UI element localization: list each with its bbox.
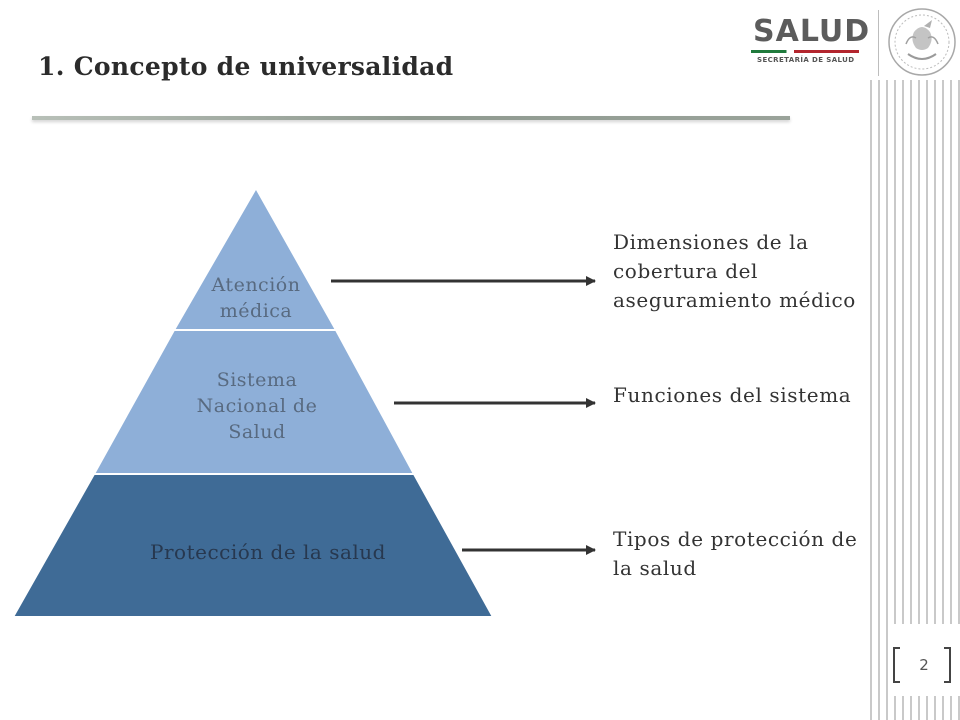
page-bracket-icon bbox=[893, 647, 951, 683]
logo-color-bar bbox=[751, 50, 859, 53]
desc-tipos: Tipos de protección de la salud bbox=[613, 527, 858, 580]
desc-funciones: Funciones del sistema bbox=[613, 383, 852, 407]
salud-logo: SALUD SECRETARÍA DE SALUD bbox=[745, 14, 869, 70]
decorative-stripes bbox=[870, 80, 960, 720]
page-number-box: 2 bbox=[888, 624, 960, 696]
page-number: 2 bbox=[919, 656, 929, 674]
tier-label-atencion: Atención médica bbox=[211, 274, 301, 322]
pyramid-tier-bottom bbox=[11, 473, 495, 618]
logo-text: SALUD bbox=[753, 14, 871, 49]
mexico-coat-of-arms-icon bbox=[888, 8, 956, 76]
tier-label-proteccion: Protección de la salud bbox=[150, 540, 386, 564]
logo-separator bbox=[878, 10, 879, 76]
desc-dimensiones: Dimensiones de la cobertura del aseguram… bbox=[613, 230, 856, 312]
tier-label-sistema: Sistema Nacional de Salud bbox=[196, 369, 318, 443]
slide-title: 1. Concepto de universalidad bbox=[38, 52, 454, 81]
logo-subtitle: SECRETARÍA DE SALUD bbox=[757, 56, 855, 64]
title-underline bbox=[32, 116, 790, 120]
